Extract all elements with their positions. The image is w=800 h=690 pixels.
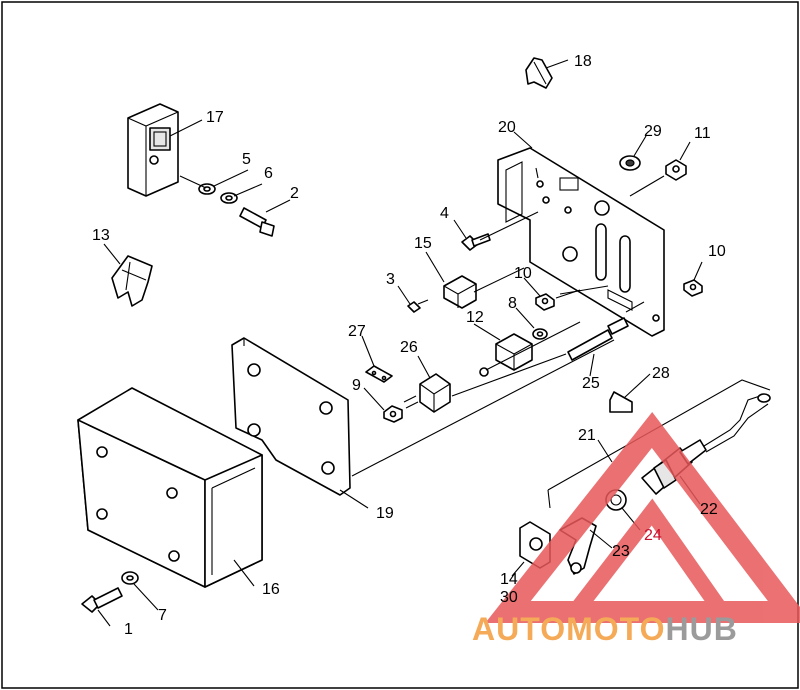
callout-14: 14 xyxy=(500,571,518,588)
callout-8: 8 xyxy=(508,295,517,312)
callout-10-right: 10 xyxy=(708,243,726,260)
callout-24: 24 xyxy=(644,527,662,544)
part-10-nut-right xyxy=(683,279,703,297)
part-20-mounting-plate xyxy=(497,147,665,337)
part-17-module xyxy=(127,103,179,197)
callout-13: 13 xyxy=(92,227,110,244)
callout-9: 9 xyxy=(352,377,361,394)
part-15-bracket xyxy=(443,275,477,309)
watermark-moto: MOTO xyxy=(566,611,665,647)
callout-10-left: 10 xyxy=(514,265,532,282)
callout-16: 16 xyxy=(262,581,280,598)
callout-2: 2 xyxy=(290,185,299,202)
part-19-gasket xyxy=(231,337,351,496)
callout-12: 12 xyxy=(466,309,484,326)
part-13-clip xyxy=(111,255,153,307)
watermark-auto: AUTO xyxy=(472,611,566,647)
leader-lines xyxy=(97,59,703,627)
callout-19: 19 xyxy=(376,505,394,522)
part-9-nut xyxy=(383,405,403,423)
callout-20: 20 xyxy=(498,119,516,136)
part-28-clip xyxy=(609,391,633,413)
part-3-screw xyxy=(407,299,429,313)
callout-23: 23 xyxy=(612,543,630,560)
part-18-clip xyxy=(525,57,553,89)
callout-7: 7 xyxy=(158,607,167,624)
callout-6: 6 xyxy=(264,165,273,182)
part-11-nut xyxy=(629,159,687,197)
part-25-stud xyxy=(567,317,629,361)
callout-26: 26 xyxy=(400,339,418,356)
callout-5: 5 xyxy=(242,151,251,168)
callout-1: 1 xyxy=(124,621,133,638)
part-10-nut-left xyxy=(535,289,581,311)
callout-18: 18 xyxy=(574,53,592,70)
watermark-logo: AUTOMOTOHUB xyxy=(472,412,800,647)
callout-11: 11 xyxy=(694,125,711,142)
callout-17: 17 xyxy=(206,109,224,126)
callout-4: 4 xyxy=(440,205,449,222)
part-29-grommet xyxy=(619,155,641,171)
callout-28: 28 xyxy=(652,365,670,382)
part-2-screw xyxy=(239,207,275,237)
callout-27: 27 xyxy=(348,323,366,340)
watermark-text: AUTOMOTOHUB xyxy=(472,611,738,647)
part-4-bolt xyxy=(461,233,491,251)
callout-30: 30 xyxy=(500,589,518,606)
watermark-hub: HUB xyxy=(665,611,737,647)
part-26-connector xyxy=(403,373,451,413)
callout-labels: 1 2 3 4 5 6 7 8 9 10 10 11 12 13 14 15 1… xyxy=(92,53,726,638)
part-1-bolt xyxy=(81,587,123,613)
callout-3: 3 xyxy=(386,271,395,288)
callout-15: 15 xyxy=(414,235,432,252)
callout-21: 21 xyxy=(578,427,596,444)
callout-22: 22 xyxy=(700,501,718,518)
part-27-plate xyxy=(365,365,393,383)
part-16-housing xyxy=(77,387,263,588)
callout-25: 25 xyxy=(582,375,600,392)
callout-29: 29 xyxy=(644,123,662,140)
